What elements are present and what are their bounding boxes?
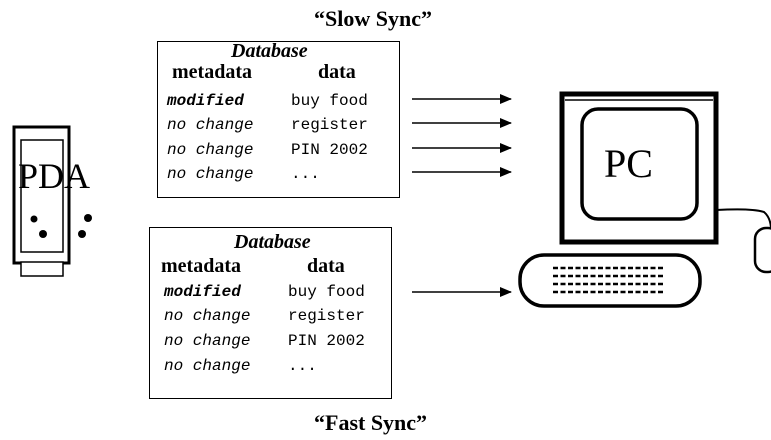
metadata-header: metadata [172, 61, 252, 83]
slow-sync-arrows [412, 94, 512, 177]
data-header: data [307, 255, 345, 277]
row-data: ... [291, 165, 320, 183]
row-metadata: no change [167, 116, 254, 134]
row-data: register [288, 307, 365, 325]
row-metadata: no change [167, 141, 254, 159]
database-title: Database [234, 231, 311, 253]
pda-label: PDA [18, 156, 91, 196]
row-metadata: modified [167, 92, 244, 110]
data-header: data [318, 61, 356, 83]
row-metadata: modified [164, 283, 241, 301]
row-metadata: no change [164, 332, 251, 350]
row-data: PIN 2002 [291, 141, 368, 159]
row-data: buy food [291, 92, 368, 110]
database-title: Database [231, 40, 308, 62]
pc-icon [518, 91, 771, 308]
slow-sync-title: “Slow Sync” [314, 6, 432, 31]
row-metadata: no change [167, 165, 254, 183]
pda-icon [12, 125, 92, 277]
fast-sync-title: “Fast Sync” [314, 410, 428, 435]
metadata-header: metadata [161, 255, 241, 277]
row-data: PIN 2002 [288, 332, 365, 350]
row-data: register [291, 116, 368, 134]
fast-sync-database-box: Database metadata data modified buy food… [149, 227, 392, 399]
row-metadata: no change [164, 307, 251, 325]
pc-label: PC [604, 141, 653, 186]
row-data: ... [288, 357, 317, 375]
row-data: buy food [288, 283, 365, 301]
row-metadata: no change [164, 357, 251, 375]
slow-sync-database-box: Database metadata data modified buy food… [157, 40, 400, 198]
